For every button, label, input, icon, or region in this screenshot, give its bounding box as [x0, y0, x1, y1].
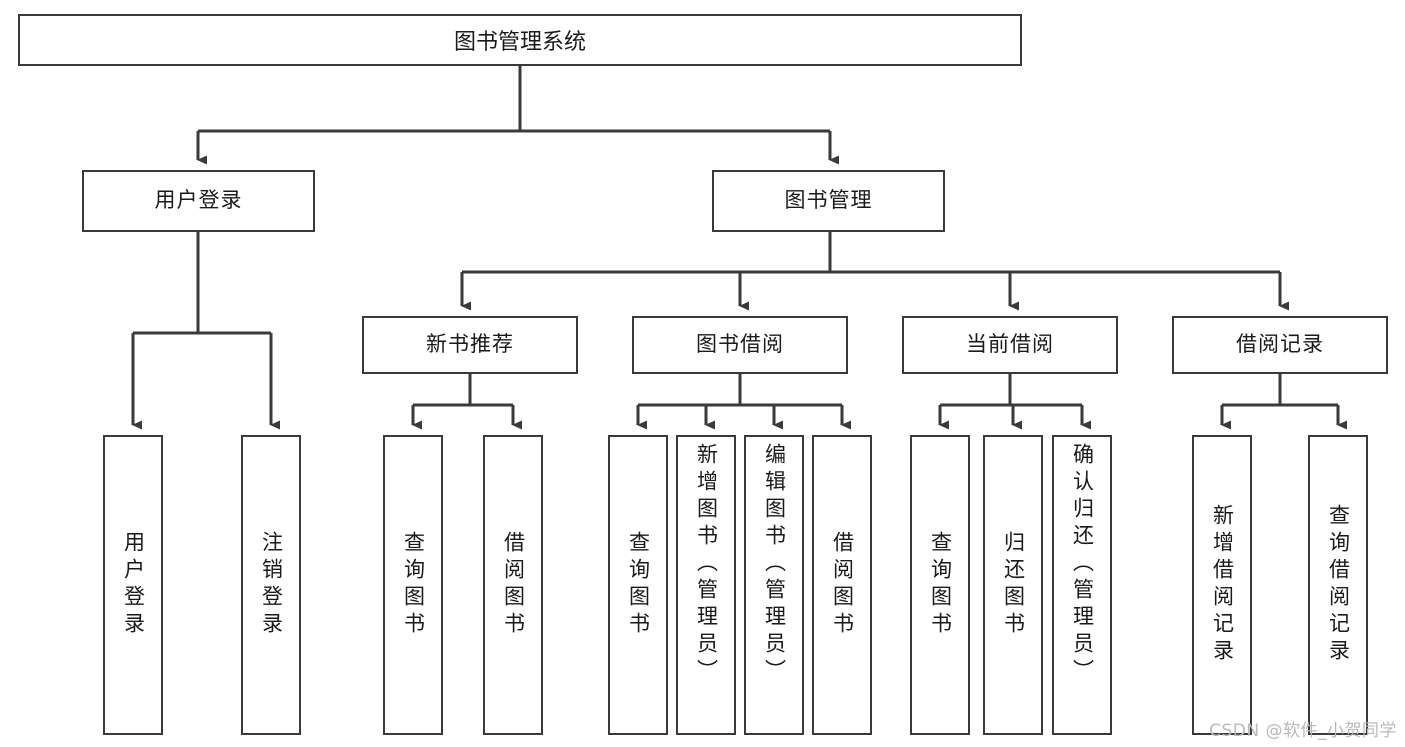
node-leaf-borrow-book-rec[interactable]: 借阅图书 [483, 435, 543, 735]
node-label: 当前借阅 [966, 332, 1054, 357]
node-label: 图书管理 [784, 188, 873, 213]
leaf-text-wrap: 归还图书 [985, 437, 1041, 733]
node-label: 用户登录 [121, 531, 146, 639]
node-leaf-add-borrow-record[interactable]: 新增借阅记录 [1192, 435, 1252, 735]
leaf-text-wrap: 查询图书 [912, 437, 968, 733]
leaf-text-wrap: 借阅图书 [814, 437, 870, 733]
node-leaf-borrow-book[interactable]: 借阅图书 [812, 435, 872, 735]
node-leaf-edit-book[interactable]: 编辑图书（管理员） [744, 435, 804, 735]
node-book-manage[interactable]: 图书管理 [712, 170, 945, 232]
node-leaf-user-logout[interactable]: 注销登录 [241, 435, 301, 735]
leaf-text-wrap: 查询图书 [385, 437, 441, 733]
leaf-text-wrap: 编辑图书（管理员） [746, 437, 802, 733]
node-leaf-confirm-return[interactable]: 确认归还（管理员） [1052, 435, 1112, 735]
node-leaf-query-borrow-record[interactable]: 查询借阅记录 [1308, 435, 1368, 735]
node-label: 新增图书（管理员） [694, 443, 719, 686]
leaf-text-wrap: 查询图书 [610, 437, 666, 733]
node-label: 图书管理系统 [453, 30, 586, 55]
node-label: 查询借阅记录 [1326, 504, 1351, 666]
leaf-text-wrap: 新增图书（管理员） [678, 437, 734, 733]
node-book-borrow[interactable]: 图书借阅 [632, 316, 848, 374]
node-label: 借阅记录 [1236, 332, 1324, 357]
leaf-text-wrap: 注销登录 [243, 437, 299, 733]
node-leaf-query-book-current[interactable]: 查询图书 [910, 435, 970, 735]
node-label: 新增借阅记录 [1210, 504, 1235, 666]
node-root-system[interactable]: 图书管理系统 [18, 14, 1022, 66]
node-label: 借阅图书 [830, 531, 855, 639]
node-label: 查询图书 [928, 531, 953, 639]
leaf-text-wrap: 查询借阅记录 [1310, 437, 1366, 733]
node-leaf-return-book[interactable]: 归还图书 [983, 435, 1043, 735]
node-label: 编辑图书（管理员） [762, 443, 787, 686]
node-label: 借阅图书 [501, 531, 526, 639]
node-leaf-query-book-borrow[interactable]: 查询图书 [608, 435, 668, 735]
node-borrow-record[interactable]: 借阅记录 [1172, 316, 1388, 374]
node-label: 归还图书 [1001, 531, 1026, 639]
node-leaf-add-book[interactable]: 新增图书（管理员） [676, 435, 736, 735]
node-label: 图书借阅 [696, 332, 784, 357]
leaf-text-wrap: 用户登录 [105, 437, 161, 733]
node-label: 查询图书 [626, 531, 651, 639]
node-label: 用户登录 [154, 188, 243, 213]
node-leaf-query-book-rec[interactable]: 查询图书 [383, 435, 443, 735]
node-label: 新书推荐 [426, 332, 514, 357]
node-label: 注销登录 [259, 531, 284, 639]
node-label: 查询图书 [401, 531, 426, 639]
node-current-borrow[interactable]: 当前借阅 [902, 316, 1118, 374]
node-leaf-user-login[interactable]: 用户登录 [103, 435, 163, 735]
node-label: 确认归还（管理员） [1070, 443, 1095, 686]
node-user-login[interactable]: 用户登录 [82, 170, 315, 232]
leaf-text-wrap: 借阅图书 [485, 437, 541, 733]
node-new-book-recommend[interactable]: 新书推荐 [362, 316, 578, 374]
leaf-text-wrap: 确认归还（管理员） [1054, 437, 1110, 733]
csdn-watermark: CSDN @软件_小贺同学 [1209, 721, 1397, 741]
leaf-text-wrap: 新增借阅记录 [1194, 437, 1250, 733]
